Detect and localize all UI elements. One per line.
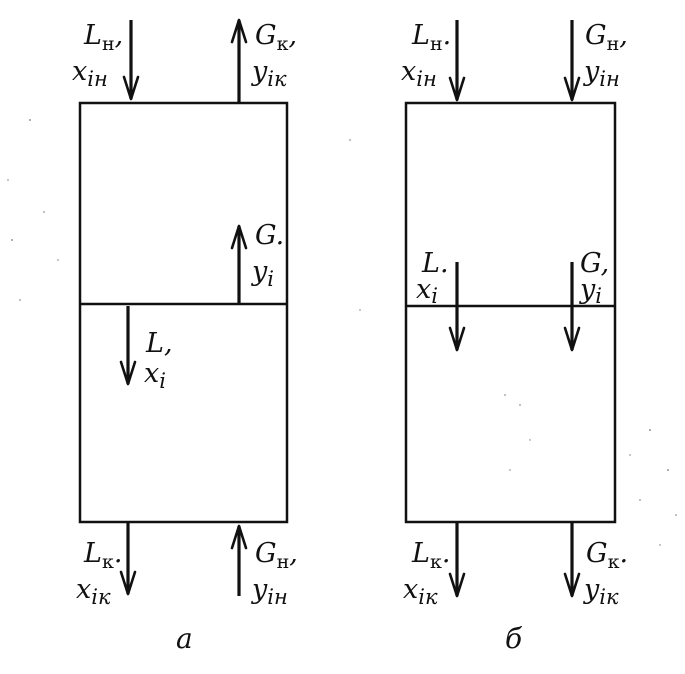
column-b-outline — [404, 101, 617, 524]
svg-text:Gк,: Gк, — [255, 20, 297, 55]
label-b-bottom-left: Lк. xiк — [403, 538, 450, 609]
arrow-a-bottom-left-down — [119, 522, 137, 596]
svg-text:Lн,: Lн, — [83, 20, 123, 55]
svg-text:yiн: yiн — [251, 574, 288, 609]
label-b-middle-left: L. xi — [416, 248, 449, 308]
svg-text:yi: yi — [251, 256, 274, 291]
label-a-top-right: Gк, yiк — [251, 20, 297, 91]
arrow-a-bottom-right-up — [230, 524, 248, 596]
diagram-a: Lн, xiн Gк, yiк G. yi L, xi Lк. xiк Gн, … — [72, 18, 298, 655]
diagram-b: Lн. xiн Gн, yiн L. xi G, yi Lк. xiк Gк. … — [401, 20, 628, 655]
svg-text:yiн: yiн — [583, 56, 620, 91]
label-b-top-left: Lн. xiн — [401, 20, 451, 91]
arrow-b-bottom-left-down — [448, 522, 466, 598]
caption-a: а — [176, 622, 193, 655]
svg-text:Lк.: Lк. — [83, 538, 122, 573]
arrow-a-top-left-down — [122, 20, 140, 101]
svg-text:xiн: xiн — [72, 56, 108, 91]
label-a-top-left: Lн, xiн — [72, 20, 123, 91]
svg-text:xiк: xiк — [76, 574, 111, 609]
label-b-bottom-right: Gк. yiк — [583, 538, 628, 609]
svg-text:yiк: yiк — [251, 56, 287, 91]
svg-text:Lн.: Lн. — [411, 20, 451, 55]
column-a-outline — [78, 101, 289, 524]
svg-text:Gк.: Gк. — [586, 538, 628, 573]
svg-text:Lк.: Lк. — [411, 538, 450, 573]
arrow-b-top-left-down — [448, 20, 466, 102]
svg-text:yiк: yiк — [583, 574, 619, 609]
label-a-bottom-left: Lк. xiк — [76, 538, 122, 609]
arrow-a-top-right-up — [230, 18, 248, 103]
svg-text:xiк: xiк — [403, 574, 438, 609]
svg-text:Gн,: Gн, — [255, 538, 298, 573]
svg-text:xiн: xiн — [401, 56, 437, 91]
label-a-middle-left: L, xi — [144, 328, 173, 393]
svg-text:L,: L, — [145, 328, 173, 359]
arrow-a-middle-right-up — [230, 224, 248, 304]
svg-text:G.: G. — [255, 220, 284, 251]
label-b-middle-right: G, yi — [579, 248, 609, 308]
svg-text:xi: xi — [144, 358, 166, 393]
svg-text:Gн,: Gн, — [585, 20, 628, 55]
arrow-b-top-right-down — [563, 20, 581, 102]
label-a-middle-right: G. yi — [251, 220, 284, 291]
label-a-bottom-right: Gн, yiн — [251, 538, 298, 609]
svg-text:G,: G, — [580, 248, 609, 279]
svg-text:L.: L. — [421, 248, 449, 279]
svg-text:xi: xi — [416, 274, 438, 308]
label-b-top-right: Gн, yiн — [583, 20, 628, 91]
arrow-a-middle-left-down — [119, 306, 137, 386]
caption-b: б — [505, 622, 523, 655]
arrow-b-middle-left-down — [448, 262, 466, 352]
arrow-b-bottom-right-down — [563, 522, 581, 598]
scan-noise — [7, 119, 677, 546]
svg-text:yi: yi — [579, 274, 602, 308]
arrow-b-middle-right-down — [563, 262, 581, 352]
